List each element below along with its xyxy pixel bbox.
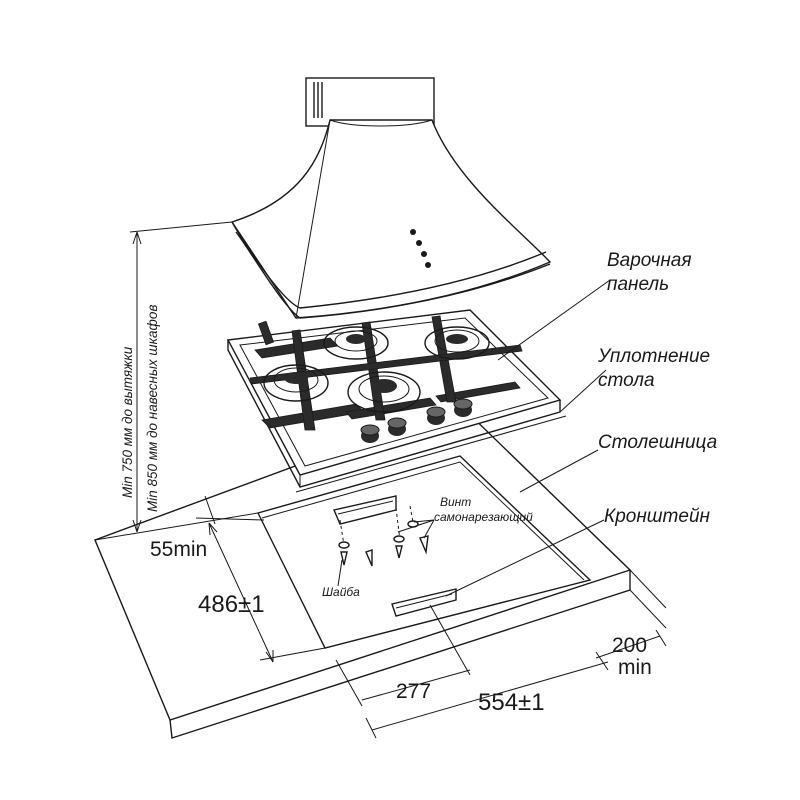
note-min-cabinets: Min 850 мм до навесных шкафов — [145, 305, 160, 513]
dim-depth: 486±1 — [198, 591, 265, 618]
dim-side-clearance-unit: min — [618, 656, 652, 679]
note-min-hood: Min 750 мм до вытяжки — [120, 346, 135, 498]
label-hob-line1: Варочная — [607, 250, 692, 271]
countertop-cutout — [256, 455, 592, 649]
burner-front-left — [263, 364, 329, 402]
leader-lines — [337, 279, 611, 597]
label-countertop: Столешница — [598, 432, 717, 453]
callout-seal: Уплотнение стола — [597, 346, 710, 391]
dim-width: 554±1 — [478, 689, 545, 716]
countertop — [94, 404, 667, 739]
label-seal-line2: стола — [598, 370, 655, 391]
control-knobs — [360, 398, 473, 443]
dimension-lines — [94, 221, 667, 739]
cooker-hood — [230, 77, 552, 319]
label-washer: Шайба — [322, 585, 360, 599]
chimney-vents — [313, 82, 323, 118]
callout-hob: Варочная панель — [607, 250, 692, 295]
washer-icon — [393, 535, 405, 543]
dim-edge-offset: 55min — [150, 538, 207, 561]
label-screw-line2: самонарезающий — [434, 510, 533, 524]
screw-icon — [340, 551, 348, 566]
screw-icon — [395, 545, 403, 559]
table-seal — [295, 415, 567, 493]
dim-center: 277 — [396, 680, 431, 703]
bracket-front — [391, 588, 457, 617]
label-bracket: Кронштейн — [604, 506, 711, 527]
dim-side-clearance-value: 200 — [612, 634, 647, 657]
mounting-parts — [333, 495, 457, 617]
screw-icon — [365, 549, 373, 567]
hood-control-buttons — [410, 229, 431, 268]
label-seal-line1: Уплотнение — [597, 346, 710, 367]
burner-rear-center — [323, 326, 389, 360]
burner-rear-right — [424, 326, 490, 360]
washer-icon — [338, 541, 350, 549]
hob — [226, 309, 567, 493]
label-hob-line2: панель — [607, 274, 669, 295]
burner-front-center — [347, 371, 421, 413]
label-screw-line1: Винт — [440, 495, 471, 509]
